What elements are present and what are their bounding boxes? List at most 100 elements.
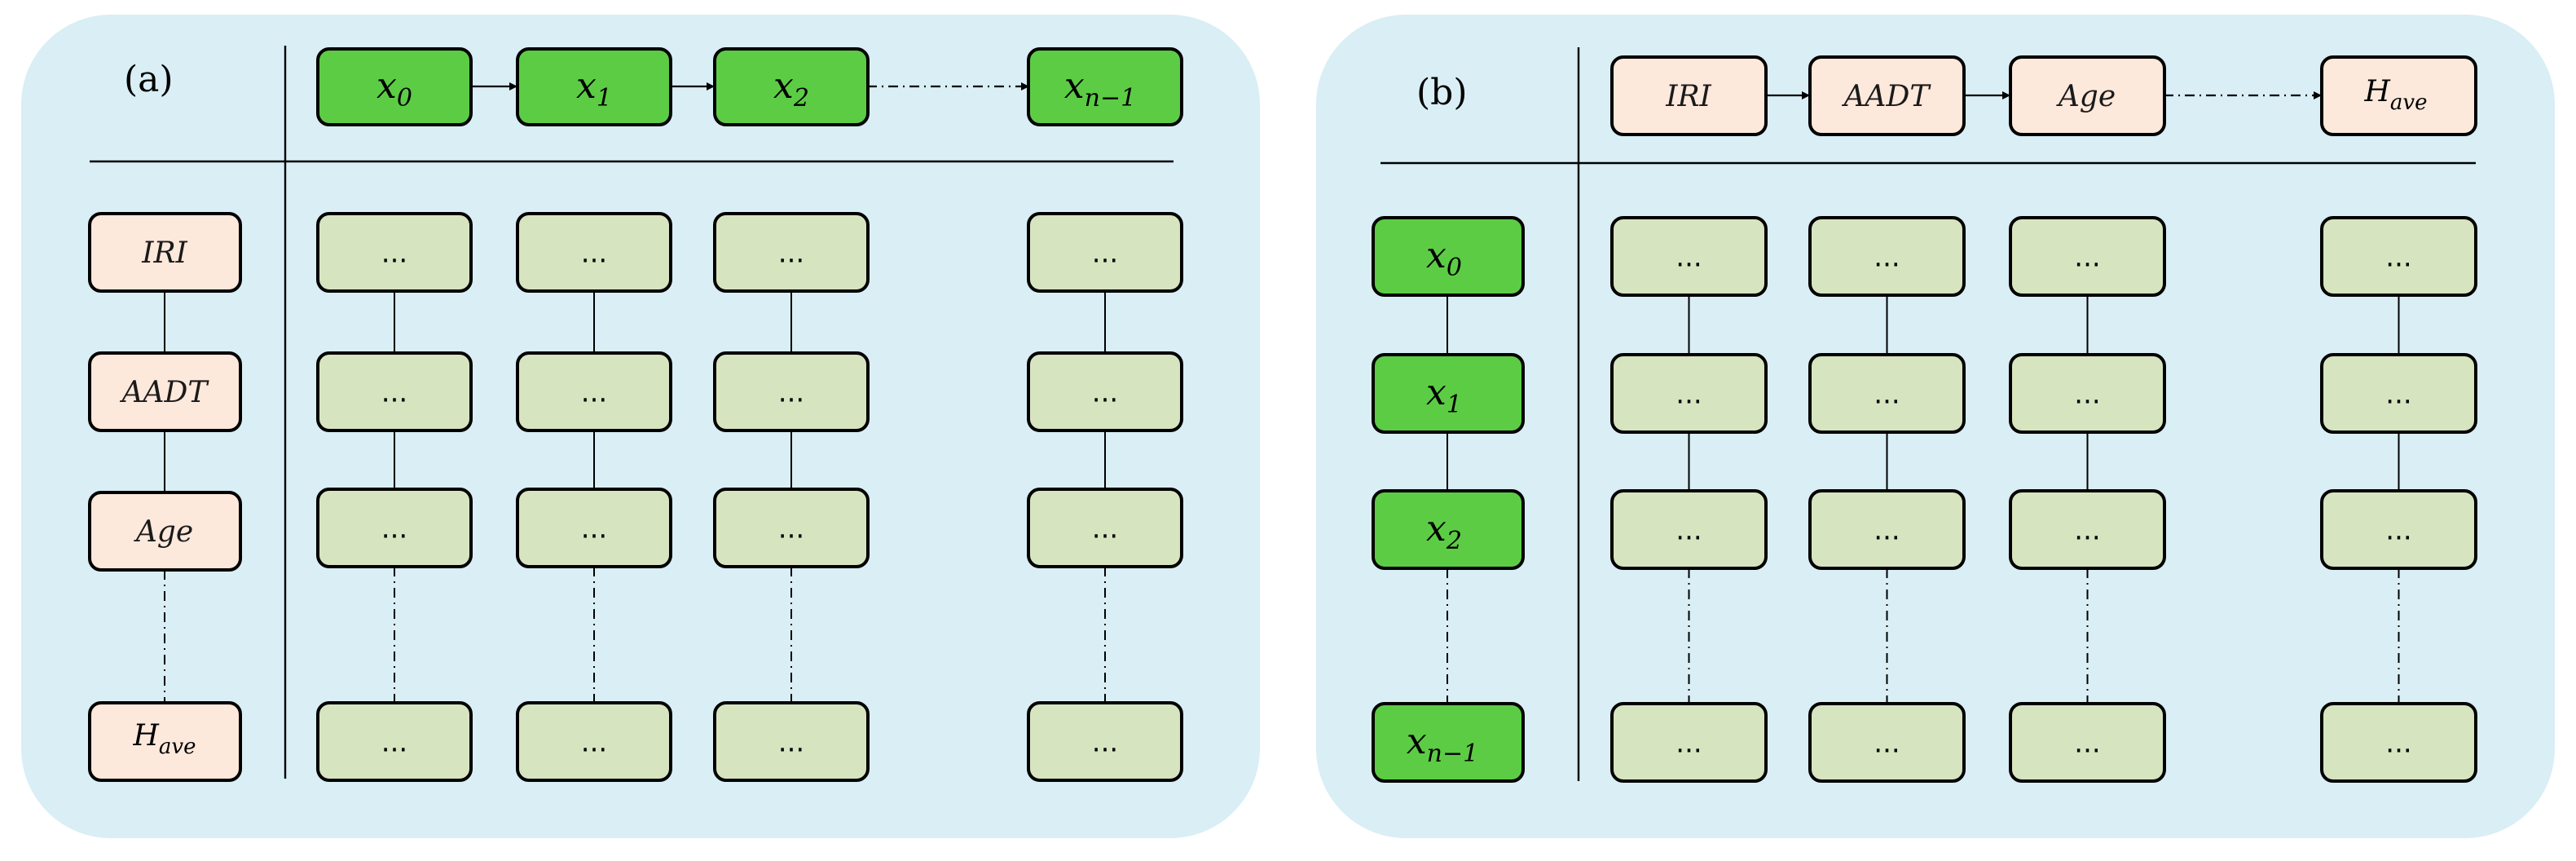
panel-b-grid-cell-text: ...: [1676, 727, 1702, 760]
panel-b-left-node-1-base: x: [1426, 372, 1447, 413]
panel-a-top-node-0-sub: 0: [397, 84, 412, 113]
panel-a-grid-cell-text: ...: [1092, 377, 1118, 409]
panel-b-grid-cell: ...: [2009, 353, 2166, 434]
svg-text:x1: x1: [1426, 372, 1462, 419]
panel-a-grid: ........................................…: [316, 212, 1183, 782]
panel-b-left-node-2-sub: 2: [1446, 527, 1462, 555]
panel-b-grid-cell-box: [2320, 353, 2477, 434]
panel-b-top-node-2: Age: [2009, 55, 2166, 136]
svg-text:x1: x1: [576, 65, 612, 113]
panel-b-grid-cell-box: [2320, 489, 2477, 570]
panel-a-grid-cell-box: [713, 212, 870, 293]
panel-a-grid-cell-text: ...: [581, 513, 607, 545]
panel-a-left-node-1-label: AADT: [120, 376, 210, 409]
panel-b-grid-cell: ...: [2009, 216, 2166, 297]
panel-a-grid-cell-box: [1027, 488, 1183, 568]
panel-b-grid-cell-box: [2320, 702, 2477, 783]
panel-b-grid-cell-text: ...: [1874, 514, 1900, 547]
panel-a-left-node-0-label: IRI: [141, 236, 187, 270]
panel-a-top-node-3-sub: n−1: [1085, 84, 1137, 113]
panel-a-grid-cell: ...: [316, 488, 473, 568]
panel-b: (b) IRI AADT Age Have x0: [1316, 15, 2555, 838]
panel-a-grid-cell-text: ...: [581, 377, 607, 409]
panel-b-grid-cell: ...: [1610, 702, 1768, 783]
panel-b-left-node-0-sub: 0: [1447, 254, 1462, 282]
panel-b-grid-cell-text: ...: [1874, 241, 1900, 274]
svg-text:x0: x0: [1426, 235, 1462, 282]
panel-a: (a) x0 x1 x2 xn−1 IRI: [21, 15, 1260, 838]
panel-a-grid-cell: ...: [516, 351, 672, 432]
panel-b-grid-cell-box: [1610, 216, 1768, 297]
panel-b-grid-cell-box: [1808, 489, 1966, 570]
panel-b-grid-cell-box: [1808, 353, 1966, 434]
panel-a-left-node-2: Age: [88, 491, 242, 572]
panel-a-grid-cell: ...: [1027, 351, 1183, 432]
panel-b-grid-cell-text: ...: [1676, 514, 1702, 547]
panel-a-grid-cell-text: ...: [1092, 726, 1118, 759]
panel-b-grid-cell: ...: [1808, 702, 1966, 783]
panel-b-top-node-3-sub: ave: [2390, 91, 2428, 115]
panel-b-top-node-1: AADT: [1808, 55, 1966, 136]
panel-a-grid-cell-box: [713, 351, 870, 432]
panel-a-grid-cell-text: ...: [581, 237, 607, 270]
svg-text:x0: x0: [376, 65, 412, 113]
svg-text:Have: Have: [2364, 75, 2428, 115]
panel-b-top-node-3-base: H: [2364, 75, 2391, 108]
panel-b-left-node-3-base: x: [1407, 721, 1427, 762]
panel-a-grid-cell-box: [316, 488, 473, 568]
panel-a-left-node-0: IRI: [88, 212, 242, 293]
panel-b-grid-cell-text: ...: [1676, 241, 1702, 274]
panel-a-left-node-2-label: Age: [134, 515, 193, 549]
panel-a-grid-cell-text: ...: [778, 726, 804, 759]
svg-text:Have: Have: [133, 719, 196, 759]
svg-text:x2: x2: [773, 65, 809, 113]
panel-a-grid-cell-box: [516, 212, 672, 293]
panel-b-top-node-1-label: AADT: [1842, 80, 1932, 113]
panel-b-top-node-3: Have: [2320, 55, 2477, 136]
panel-a-grid-cell: ...: [1027, 701, 1183, 782]
panel-a-top-node-2: x2: [713, 47, 870, 126]
panel-b-left-node-1: x1: [1372, 353, 1525, 434]
panel-b-grid-cell: ...: [2320, 489, 2477, 570]
panel-a-grid-cell-box: [1027, 701, 1183, 782]
panel-b-grid-cell-box: [1610, 353, 1768, 434]
svg-text:xn−1: xn−1: [1407, 721, 1478, 768]
panel-b-grid-cell-box: [2009, 216, 2166, 297]
panel-a-grid-cell: ...: [516, 488, 672, 568]
panel-b-grid: ........................................…: [1610, 216, 2477, 783]
panel-b-grid-cell: ...: [2320, 353, 2477, 434]
panel-b-grid-cell: ...: [1808, 489, 1966, 570]
panel-b-top-node-2-label: Age: [2056, 80, 2116, 113]
panel-b-grid-cell-box: [2009, 353, 2166, 434]
panel-b-left-node-0: x0: [1372, 216, 1525, 297]
panel-b-grid-cell-text: ...: [2385, 241, 2411, 274]
panel-b-grid-cell: ...: [2009, 489, 2166, 570]
panel-a-grid-cell-box: [713, 488, 870, 568]
panel-a-top-node-3: xn−1: [1027, 47, 1183, 126]
panel-a-grid-cell: ...: [316, 701, 473, 782]
panel-b-grid-cell-box: [1610, 489, 1768, 570]
panel-b-grid-cell-text: ...: [1874, 727, 1900, 760]
panel-b-left-node-3: xn−1: [1372, 702, 1525, 783]
panel-a-grid-cell-text: ...: [778, 513, 804, 545]
panel-a-top-node-1: x1: [516, 47, 672, 126]
panel-b-grid-cell-text: ...: [2074, 378, 2100, 411]
panel-a-grid-cell: ...: [516, 212, 672, 293]
panel-b-tag: (b): [1416, 72, 1468, 113]
panel-b-grid-cell: ...: [1808, 353, 1966, 434]
panel-a-left-node-3-sub: ave: [159, 735, 196, 759]
panel-a-grid-cell-text: ...: [1092, 237, 1118, 270]
panel-a-left-node-1: AADT: [88, 351, 242, 432]
panel-a-left-node-3-base: H: [133, 719, 160, 753]
panel-a-grid-cell-box: [713, 701, 870, 782]
panel-b-grid-cell-text: ...: [1676, 378, 1702, 411]
panel-a-top-node-2-base: x: [773, 65, 794, 107]
panel-b-left-node-3-sub: n−1: [1427, 740, 1479, 768]
panel-a-grid-cell-box: [516, 701, 672, 782]
panel-a-grid-cell: ...: [516, 701, 672, 782]
panel-a-grid-cell-box: [316, 212, 473, 293]
panel-a-grid-cell: ...: [713, 212, 870, 293]
panel-b-grid-cell-box: [1808, 702, 1966, 783]
panel-b-grid-cell-text: ...: [1874, 378, 1900, 411]
